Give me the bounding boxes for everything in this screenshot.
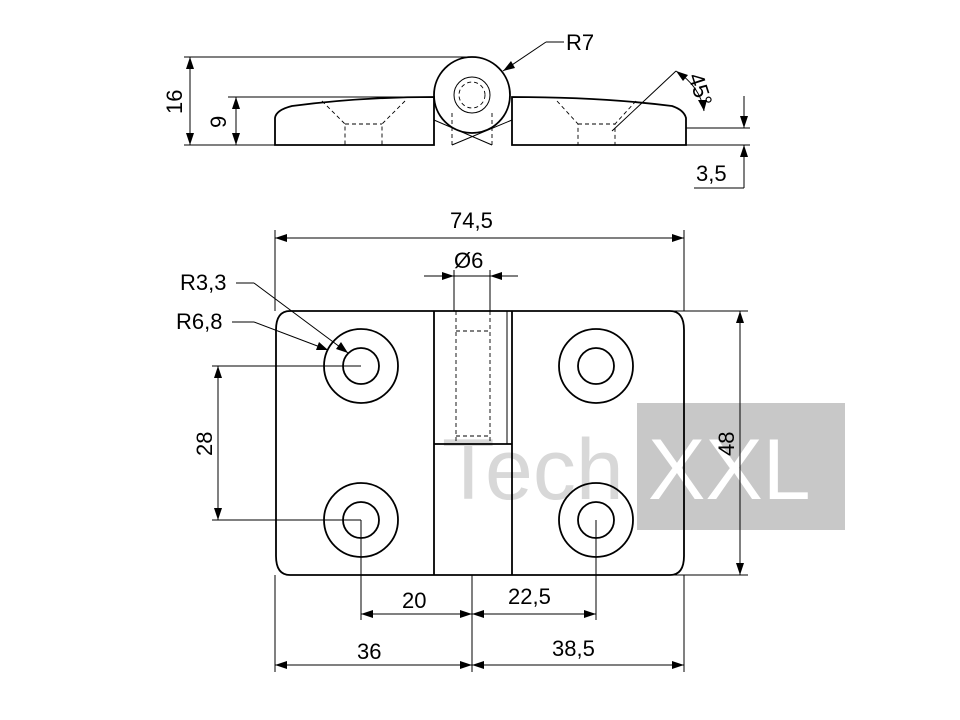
dim-28-arrow-top bbox=[214, 366, 222, 378]
dim-16-arrow-bottom bbox=[186, 133, 194, 145]
dim-r3-3-arrow bbox=[336, 342, 348, 353]
top-view: 74,5 Ø6 R3,3 R6,8 28 48 bbox=[176, 208, 748, 672]
dim-dia6-arrow-right bbox=[490, 272, 502, 280]
dim-r7-label: R7 bbox=[566, 30, 594, 55]
dim-r6-8-label: R6,8 bbox=[176, 309, 222, 334]
dim-45-label: 45° bbox=[683, 70, 717, 109]
dim-20-arrow-right bbox=[460, 610, 472, 618]
side-right-leaf bbox=[511, 96, 687, 146]
side-view: 16 9 R7 45° 3,5 bbox=[162, 30, 750, 189]
dim-28-label: 28 bbox=[192, 432, 217, 456]
watermark-tech-text: Tech bbox=[442, 422, 624, 518]
dim-3-5-arrow-bottom bbox=[740, 145, 748, 157]
counterbore-top-right bbox=[558, 328, 634, 404]
watermark-box bbox=[637, 403, 845, 530]
dim-9-label: 9 bbox=[206, 116, 231, 128]
dim-9-arrow-bottom bbox=[232, 133, 240, 145]
dim-45-arrow-top bbox=[676, 71, 688, 81]
dim-48-label: 48 bbox=[714, 432, 739, 456]
side-left-leaf bbox=[274, 96, 435, 146]
dim-36-arrow-left bbox=[275, 661, 287, 669]
dim-38-5-arrow-left bbox=[472, 661, 484, 669]
dim-22-5-arrow-right bbox=[584, 610, 596, 618]
dim-48-arrow-top bbox=[736, 311, 744, 323]
watermark-xxl-text: XXL bbox=[648, 422, 811, 518]
dim-r6-8-leader bbox=[253, 321, 329, 351]
dim-22-5-arrow-left bbox=[472, 610, 484, 618]
dim-dia6-arrow-left bbox=[442, 272, 454, 280]
dim-16-arrow-top bbox=[186, 57, 194, 69]
hole-top-right bbox=[558, 328, 634, 404]
dim-74-5-label: 74,5 bbox=[450, 208, 493, 233]
dim-38-5-label: 38,5 bbox=[552, 636, 595, 661]
dim-dia6-label: Ø6 bbox=[454, 248, 483, 273]
dim-28-arrow-bottom bbox=[214, 508, 222, 520]
dim-74-5-arrow-left bbox=[275, 234, 287, 242]
pin-hole-inner bbox=[458, 81, 486, 109]
dim-16-label: 16 bbox=[162, 90, 187, 114]
dim-3-5-arrow-top bbox=[740, 116, 748, 128]
pin-hole-outer bbox=[453, 76, 491, 114]
dim-r7-arrow bbox=[503, 61, 515, 71]
dim-20-label: 20 bbox=[402, 588, 426, 613]
pin-knuckle bbox=[433, 56, 511, 134]
dim-3-5-label: 3,5 bbox=[696, 161, 727, 186]
dim-36-label: 36 bbox=[357, 639, 381, 664]
dim-r6-8-arrow bbox=[316, 342, 328, 350]
side-cross-1 bbox=[433, 119, 493, 146]
dim-20-arrow-left bbox=[361, 610, 373, 618]
side-countersink-left bbox=[321, 100, 406, 145]
dim-9-arrow-top bbox=[232, 97, 240, 109]
dim-48-arrow-bottom bbox=[736, 563, 744, 575]
side-countersink-right bbox=[556, 100, 637, 145]
dim-45-arrow-bottom bbox=[698, 100, 707, 111]
dim-38-5-arrow-right bbox=[672, 661, 684, 669]
dim-r3-3-leader bbox=[253, 282, 349, 354]
dim-22-5-label: 22,5 bbox=[508, 584, 551, 609]
dim-36-arrow-right bbox=[460, 661, 472, 669]
side-cross-2 bbox=[451, 119, 513, 146]
dim-r3-3-label: R3,3 bbox=[180, 270, 226, 295]
through-hole-top-right bbox=[577, 347, 615, 385]
dim-74-5-arrow-right bbox=[672, 234, 684, 242]
watermark: Tech XXL bbox=[442, 403, 845, 530]
dim-45-leader bbox=[611, 70, 677, 132]
